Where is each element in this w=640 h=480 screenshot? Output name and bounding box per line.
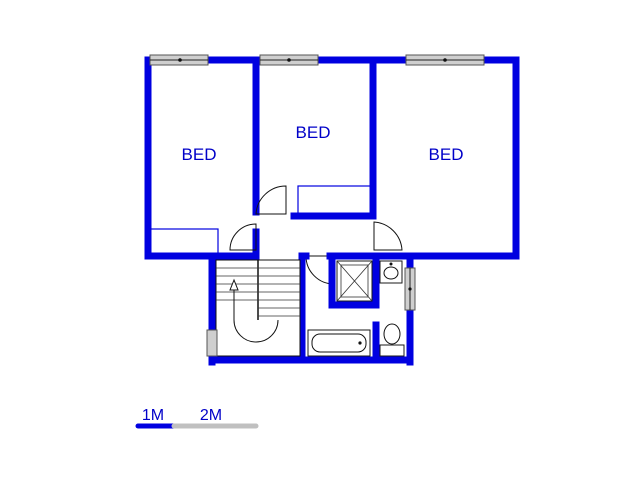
scale-label-1m: 1M <box>142 407 164 424</box>
built-in-cupboards <box>149 185 372 255</box>
toilet <box>379 323 405 357</box>
room-label-bed-2: BED <box>296 123 331 142</box>
side-windows <box>206 267 416 357</box>
windows-top <box>149 54 485 66</box>
bathtub <box>307 329 371 357</box>
scale-bar: 1M 2M <box>135 407 259 429</box>
room-label-bed-1: BED <box>182 145 217 164</box>
staircase <box>215 259 301 357</box>
room-label-bed-3: BED <box>429 145 464 164</box>
shower <box>336 260 373 302</box>
scale-label-2m: 2M <box>200 407 222 424</box>
basin <box>379 260 403 284</box>
